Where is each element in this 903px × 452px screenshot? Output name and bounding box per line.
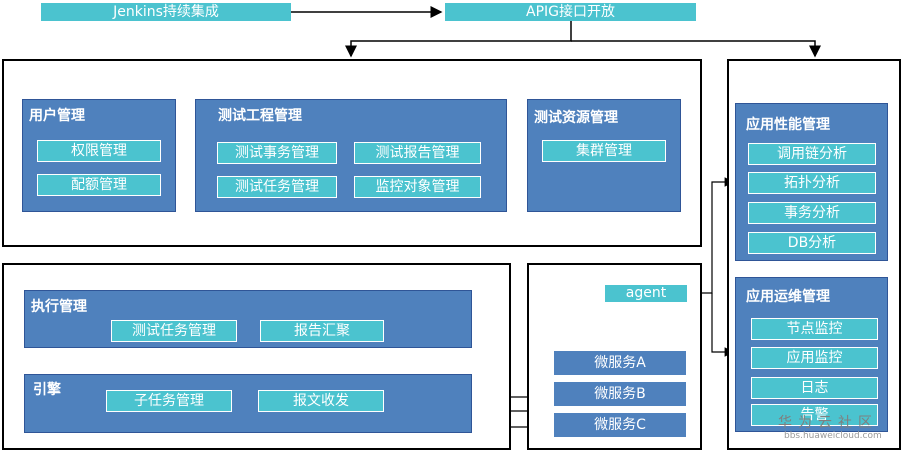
node-monitoring-item: 节点监控	[751, 318, 878, 340]
apig-to-left-arrow	[345, 21, 572, 58]
test-project-mgmt-panel: 测试工程管理 测试事务管理 测试报告管理 测试任务管理 监控对象管理	[195, 99, 507, 212]
microservice-c: 微服务C	[553, 412, 687, 438]
exec-test-task-mgmt-item: 测试任务管理	[111, 320, 237, 342]
watermark-url: bbs.huaweicloud.com	[784, 431, 882, 441]
microservice-a: 微服务A	[553, 350, 687, 376]
agent-label: agent	[605, 285, 687, 302]
test-task-mgmt-item: 测试任务管理	[217, 176, 337, 198]
topology-analysis-item: 拓扑分析	[748, 172, 876, 194]
cluster-mgmt-item: 集群管理	[542, 140, 666, 162]
app-ops-title: 应用运维管理	[746, 289, 830, 305]
test-project-mgmt-title: 测试工程管理	[218, 108, 302, 124]
log-item: 日志	[751, 377, 878, 399]
test-transaction-mgmt-item: 测试事务管理	[217, 142, 337, 164]
alarm-item: 告警	[751, 404, 878, 426]
app-monitoring-item: 应用监控	[751, 347, 878, 369]
user-mgmt-panel: 用户管理 权限管理 配额管理	[22, 99, 176, 212]
app-perf-panel: 应用性能管理 调用链分析 拓扑分析 事务分析 DB分析	[735, 103, 888, 261]
message-sendrecv-item: 报文收发	[258, 390, 384, 412]
exec-mgmt-title: 执行管理	[31, 299, 87, 315]
app-ops-panel: 应用运维管理 节点监控 应用监控 日志 告警	[735, 277, 888, 432]
app-perf-title: 应用性能管理	[746, 117, 830, 133]
call-chain-analysis-item: 调用链分析	[748, 143, 876, 165]
transaction-analysis-item: 事务分析	[748, 202, 876, 224]
microservice-b: 微服务B	[553, 381, 687, 407]
db-analysis-item: DB分析	[748, 232, 876, 254]
test-resource-mgmt-title: 测试资源管理	[534, 110, 618, 126]
agent-to-ops-arrow	[711, 293, 735, 357]
engine-panel: 引擎 子任务管理 报文收发	[24, 374, 472, 433]
jenkins-ci-label: Jenkins持续集成	[41, 3, 291, 21]
test-report-mgmt-item: 测试报告管理	[354, 142, 481, 164]
engine-title: 引擎	[33, 382, 61, 398]
user-mgmt-title: 用户管理	[29, 108, 85, 124]
permission-mgmt-item: 权限管理	[37, 140, 161, 162]
report-aggregation-item: 报告汇聚	[260, 320, 384, 342]
apig-api-label: APIG接口开放	[445, 3, 696, 21]
exec-mgmt-panel: 执行管理 测试任务管理 报告汇聚	[24, 290, 472, 348]
test-resource-mgmt-panel: 测试资源管理 集群管理	[527, 99, 681, 212]
apig-to-right-arrow	[571, 40, 821, 58]
subtask-mgmt-item: 子任务管理	[106, 390, 232, 412]
watermark-name: 华为云社区	[778, 415, 878, 431]
monitor-object-mgmt-item: 监控对象管理	[354, 176, 481, 198]
quota-mgmt-item: 配额管理	[37, 174, 161, 196]
